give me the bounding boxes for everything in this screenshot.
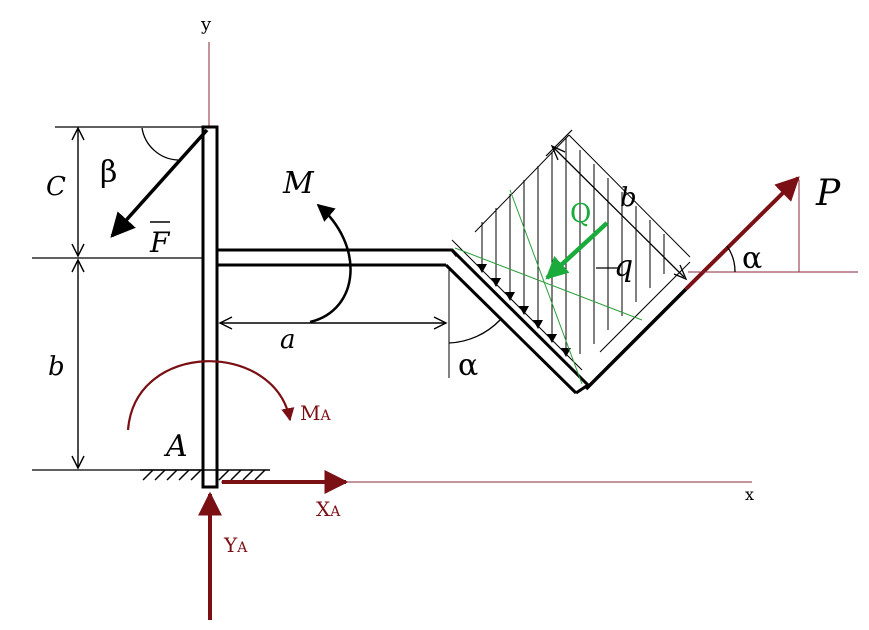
inclined-member: [444, 248, 590, 395]
alpha-p-label: α: [742, 241, 762, 276]
alpha-lower-arc: [448, 319, 501, 344]
force-p-label: P: [815, 173, 841, 214]
force-f-label: F: [149, 226, 171, 259]
alpha-p-arc: [726, 245, 736, 273]
dim-c-label: C: [46, 172, 66, 202]
construction-line-1: [454, 247, 643, 321]
y-axis-label: y: [200, 14, 212, 35]
reaction-xa-label: XA: [316, 497, 341, 521]
dim-b-left-label: b: [48, 352, 65, 382]
horizontal-beam: [217, 248, 459, 267]
support-a-label: A: [163, 429, 188, 464]
force-f-line: [110, 128, 209, 238]
resultant-q-label: Q: [570, 199, 591, 229]
reaction-ya-label: YA: [223, 533, 248, 557]
dim-b-incline-line: [553, 147, 685, 278]
upper-inclined-member: [584, 287, 688, 391]
distributed-load-q: [451, 134, 691, 371]
moment-m-arc: [309, 203, 352, 324]
moment-m-label: M: [282, 166, 315, 201]
resultant-q-arrow: [545, 221, 609, 280]
dim-b-incline-label: b: [620, 183, 637, 213]
load-q-label: q: [614, 249, 633, 284]
column-member: [201, 125, 219, 489]
force-p-arrow: [684, 176, 800, 291]
beta-arc: [141, 127, 179, 161]
fixed-support: [140, 469, 270, 481]
reaction-ma-label: MA: [300, 401, 331, 425]
beta-label: β: [100, 155, 117, 190]
dim-a-label: a: [280, 325, 296, 355]
alpha-lower-label: α: [458, 348, 478, 383]
x-axis-label: x: [745, 485, 754, 504]
construction-line-2: [509, 189, 583, 385]
reaction-ma-arc: [126, 360, 295, 431]
